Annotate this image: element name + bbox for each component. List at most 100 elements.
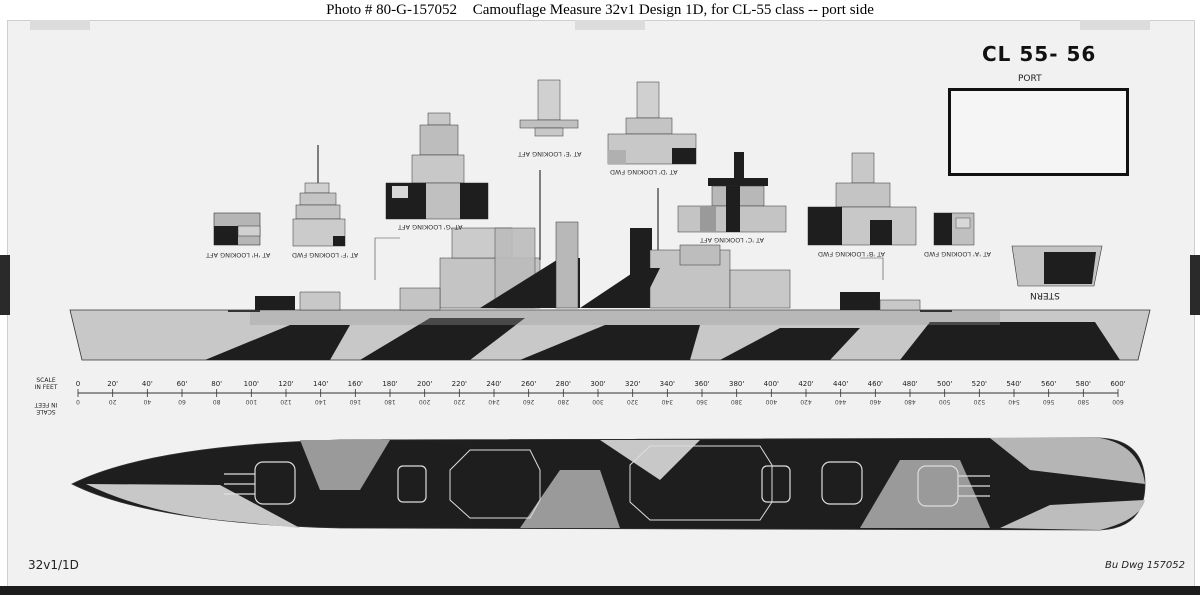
scale-bar: 0 0 20' 20 40' 40 60' 60 80' 80 100' 100 120' 120 140'… <box>76 380 1126 405</box>
scale-tick-label-inverted: 80 <box>213 398 221 405</box>
scale-tick-label: 180' <box>382 380 397 388</box>
scale-tick-label: 520' <box>972 380 987 388</box>
scale-tick-label-inverted: 320 <box>627 398 639 405</box>
design-id: 32v1/1D <box>28 558 79 572</box>
scale-tick-label: 40' <box>142 380 153 388</box>
scale-tick-label: 560' <box>1041 380 1056 388</box>
scale-tick-label: 440' <box>833 380 848 388</box>
scale-tick-label-inverted: 500 <box>939 398 951 405</box>
view-label-a: AT 'A' LOOKING FWD <box>924 250 992 258</box>
tape-mark <box>1190 255 1200 315</box>
scale-tick-label: 600' <box>1110 380 1125 388</box>
drawing-reference: Bu Dwg 157052 <box>1105 560 1185 571</box>
scale-tick-label-inverted: 360 <box>696 398 708 405</box>
scale-title-inverted: SCALE IN FEET <box>34 401 58 415</box>
tape-mark <box>0 255 10 315</box>
scale-tick-label: 140' <box>313 380 328 388</box>
scale-tick-label-inverted: 240 <box>488 398 500 405</box>
bottom-border <box>0 586 1200 595</box>
scale-tick-label: 240' <box>486 380 501 388</box>
scale-tick-label: 0 <box>76 380 80 388</box>
port-label: PORT <box>1018 74 1042 84</box>
scale-tick-label: 480' <box>902 380 917 388</box>
scale-tick-label: 540' <box>1006 380 1021 388</box>
port-view-box <box>948 88 1129 176</box>
scale-tick-label-inverted: 600 <box>1112 398 1124 405</box>
stern-label: STERN <box>1030 290 1060 300</box>
scale-tick-label: 320' <box>625 380 640 388</box>
section-view-a <box>933 212 975 246</box>
scale-tick-label: 300' <box>590 380 605 388</box>
scale-title: SCALE IN FEET <box>34 377 58 391</box>
scale-tick-label-inverted: 300 <box>592 398 604 405</box>
view-label-g: AT 'G' LOOKING AFT <box>398 223 463 231</box>
section-view-e <box>519 79 579 137</box>
scale-tick-label-inverted: 200 <box>419 398 431 405</box>
scale-tick-label: 360' <box>694 380 709 388</box>
photo-number: Photo # 80-G-157052 <box>326 2 457 18</box>
scale-tick-label-inverted: 140 <box>315 398 327 405</box>
scale-tick-label-inverted: 340 <box>661 398 673 405</box>
scale-tick-label-inverted: 560 <box>1043 398 1055 405</box>
scale-tick-label-inverted: 0 <box>76 398 80 405</box>
view-label-f: AT 'F' LOOKING FWD <box>292 251 359 259</box>
section-view-d <box>607 81 697 165</box>
section-view-b <box>807 152 917 246</box>
section-view-c <box>677 152 787 233</box>
scale-tick-label-inverted: 580 <box>1077 398 1089 405</box>
section-view-g <box>385 112 489 220</box>
scale-tick-label-inverted: 540 <box>1008 398 1020 405</box>
scale-tick-label-inverted: 180 <box>384 398 396 405</box>
section-view-f <box>292 145 346 247</box>
scale-tick-label: 60' <box>177 380 188 388</box>
scale-tick-label: 380' <box>729 380 744 388</box>
view-label-e: AT 'E' LOOKING AFT <box>518 150 582 158</box>
scale-tick-label: 220' <box>452 380 467 388</box>
hull-number: CL 55- 56 <box>982 42 1097 66</box>
scale-tick-label: 420' <box>798 380 813 388</box>
scale-tick-label: 120' <box>278 380 293 388</box>
scale-tick-label-inverted: 120 <box>280 398 292 405</box>
view-label-d: AT 'D' LOOKING FWD <box>610 168 678 176</box>
view-label-b: AT 'B' LOOKING FWD <box>818 250 886 258</box>
scale-tick-label-inverted: 160 <box>349 398 361 405</box>
scale-tick-label: 80' <box>211 380 222 388</box>
scale-tick-label-inverted: 480 <box>904 398 916 405</box>
scale-tick-label-inverted: 380 <box>731 398 743 405</box>
stern-view <box>1011 245 1103 287</box>
scale-tick-label: 280' <box>556 380 571 388</box>
caption-title: Camouflage Measure 32v1 Design 1D, for C… <box>472 2 874 18</box>
photo-caption: Photo # 80-G-157052 Camouflage Measure 3… <box>0 0 1200 20</box>
scale-tick-label-inverted: 280 <box>557 398 569 405</box>
tape-mark <box>575 20 645 30</box>
scale-tick-label-inverted: 100 <box>245 398 257 405</box>
scale-tick-label-inverted: 420 <box>800 398 812 405</box>
scale-tick-label: 200' <box>417 380 432 388</box>
tape-mark <box>1080 20 1150 30</box>
view-label-c: AT 'C' LOOKING AFT <box>700 236 764 244</box>
scale-tick-label: 340' <box>660 380 675 388</box>
section-view-h <box>213 212 261 246</box>
scale-tick-label: 460' <box>868 380 883 388</box>
scale-tick-label: 500' <box>937 380 952 388</box>
scale-tick-label-inverted: 60 <box>178 398 186 405</box>
scale-tick-label-inverted: 460 <box>869 398 881 405</box>
side-elevation <box>69 170 1151 361</box>
scale-tick-label-inverted: 40 <box>143 398 151 405</box>
tape-mark <box>30 20 90 30</box>
deck-plan <box>71 437 1146 531</box>
scale-tick-label: 160' <box>348 380 363 388</box>
scale-tick-label-inverted: 400 <box>765 398 777 405</box>
scale-tick-label-inverted: 520 <box>973 398 985 405</box>
scale-tick-label-inverted: 440 <box>835 398 847 405</box>
scale-tick-label: 400' <box>764 380 779 388</box>
scale-tick-label-inverted: 220 <box>453 398 465 405</box>
view-label-h: AT 'H' LOOKING AFT <box>206 251 271 259</box>
scale-tick-label: 580' <box>1076 380 1091 388</box>
scale-tick-label-inverted: 260 <box>523 398 535 405</box>
scale-tick-label: 100' <box>244 380 259 388</box>
scale-tick-label-inverted: 20 <box>109 398 117 405</box>
scale-tick-label: 20' <box>107 380 118 388</box>
scale-tick-label: 260' <box>521 380 536 388</box>
